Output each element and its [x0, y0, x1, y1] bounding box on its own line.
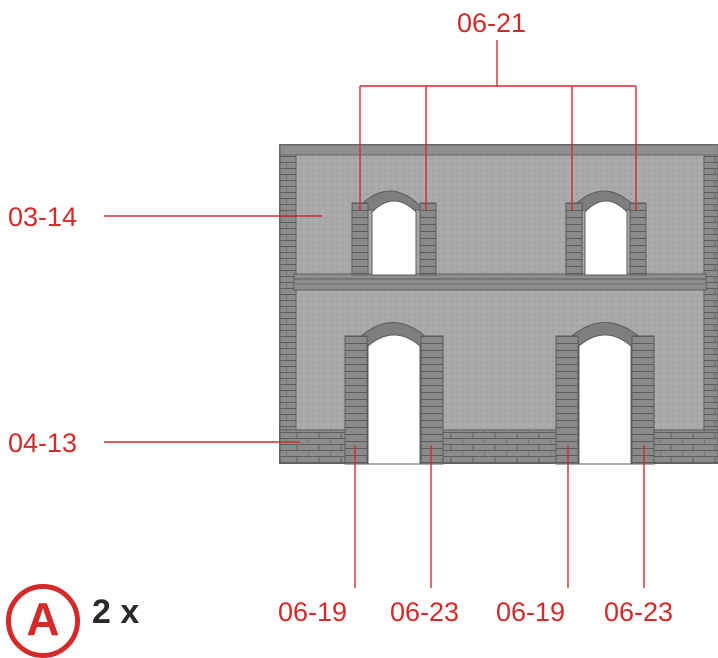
callout-06-19-right: 06-19 [496, 597, 566, 627]
assembly-quantity: 2 x [92, 593, 140, 631]
cornice-band [293, 273, 707, 291]
callout-06-23-right: 06-23 [604, 597, 674, 627]
lower-door-left [344, 322, 444, 465]
callout-04-13: 04-13 [8, 428, 78, 458]
assembly-letter: A [26, 593, 60, 645]
wall-diagram [104, 40, 718, 588]
leader-06-21 [359, 40, 637, 210]
leader-lines [104, 40, 645, 588]
assembly-letter-badge: A [6, 584, 80, 658]
callout-03-14: 03-14 [8, 202, 78, 232]
callout-06-19-left: 06-19 [278, 597, 348, 627]
upper-window-right [565, 190, 647, 276]
upper-window-left [351, 190, 437, 276]
callout-06-23-left: 06-23 [390, 597, 460, 627]
lower-door-right [555, 322, 655, 465]
left-pilaster [279, 144, 297, 464]
callout-06-21: 06-21 [457, 8, 527, 38]
right-pilaster [703, 144, 718, 464]
